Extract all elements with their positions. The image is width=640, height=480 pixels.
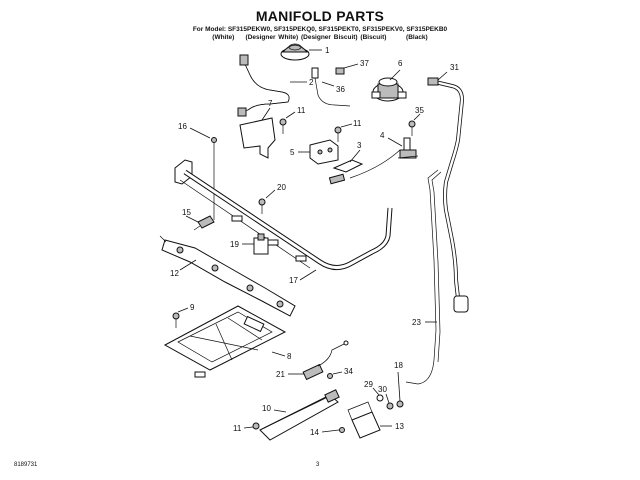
part-1-burner-cap [280,43,310,61]
leader-3 [349,149,361,163]
callout-36: 36 [336,85,345,94]
callout-9: 9 [190,303,195,312]
part-31-supply-tube [427,77,469,313]
part-11-screw-a [279,118,287,134]
leader-29 [372,387,380,396]
leader-11c [243,426,254,429]
part-35-screw [408,120,416,136]
part-18-clip [396,400,404,408]
part-11-screw-b [334,126,342,142]
callout-18: 18 [394,361,403,370]
callout-12: 12 [170,269,179,278]
part-8-plate [163,305,287,378]
leader-8 [271,351,286,357]
part-30-washer [386,402,394,410]
callout-21: 21 [276,370,285,379]
part-14-screw [339,427,345,433]
callout-4: 4 [380,131,385,140]
callout-8: 8 [287,352,292,361]
leader-12 [179,259,197,271]
leader-18 [397,371,401,402]
part-4-valve [397,137,419,159]
callout-1: 1 [325,46,330,55]
page-number: 3 [316,462,320,468]
part-36-connector [311,67,351,107]
part-10-tube [259,389,340,441]
leader-31 [437,71,448,81]
part-6-regulator [371,77,407,102]
callout-17: 17 [289,276,298,285]
part-9-screw [172,312,180,328]
part-12-burner [159,235,296,317]
part-17-manifold [174,159,393,270]
leader-15 [185,215,199,223]
part-11-screw-c [252,422,260,430]
callout-10: 10 [262,404,271,413]
leader-9 [177,307,189,313]
callout-3: 3 [357,141,362,150]
callout-30: 30 [378,385,387,394]
leader-17 [299,269,317,281]
part-23-tube [405,169,442,385]
part-5-block [309,139,339,165]
callout-labels: 1 2 3 4 5 6 7 8 9 10 11 11 11 12 13 14 1… [170,46,459,437]
part-20-screw [258,198,266,214]
model-list: For Model: SF315PEKW0, SF315PEKQ0, SF315… [192,26,448,33]
leader-4 [387,137,403,147]
leader-11b [340,123,353,128]
part-16-rod [211,137,217,220]
callout-29: 29 [364,380,373,389]
callout-11c: 11 [233,424,242,433]
part-19-valve [253,233,269,255]
leader-14 [321,429,340,433]
leader-11a [285,111,296,119]
leader-16 [189,127,211,139]
part-34-screw [327,373,333,379]
callout-13: 13 [395,422,404,431]
callout-15: 15 [182,208,191,217]
callout-6: 6 [398,59,403,68]
page-title: MANIFOLD PARTS [255,8,385,24]
part-3-bracket [328,149,401,185]
leader-35 [413,113,421,121]
leader-10 [273,409,287,413]
leader-6 [389,69,401,81]
callout-5: 5 [290,148,295,157]
part-37-fitting [335,67,345,75]
part-2-tube [237,54,290,117]
part-7-bracket [239,117,276,159]
leader-37 [343,63,359,69]
leader-30 [385,393,390,404]
callout-2: 2 [309,78,314,87]
part-13-bracket [347,401,381,439]
callout-35: 35 [415,106,424,115]
part-21-igniter [302,340,349,381]
part-15-orifice [193,215,215,231]
callout-16: 16 [178,122,187,131]
callout-7: 7 [268,99,273,108]
leader-20 [265,189,276,199]
callout-14: 14 [310,428,319,437]
callout-37: 37 [360,59,369,68]
leader-36 [321,81,335,87]
callout-31: 31 [450,63,459,72]
part-29-nut [376,394,384,402]
leader-7 [261,107,271,121]
callout-11a: 11 [297,106,306,115]
document-number: 8189731 [14,462,38,468]
callout-23: 23 [412,318,421,327]
callout-11b: 11 [353,119,362,128]
callout-20: 20 [277,183,286,192]
leader-34 [332,371,343,375]
callout-34: 34 [344,367,353,376]
color-list: (White) (Designer White) (Designer Biscu… [212,34,428,41]
callout-19: 19 [230,240,239,249]
